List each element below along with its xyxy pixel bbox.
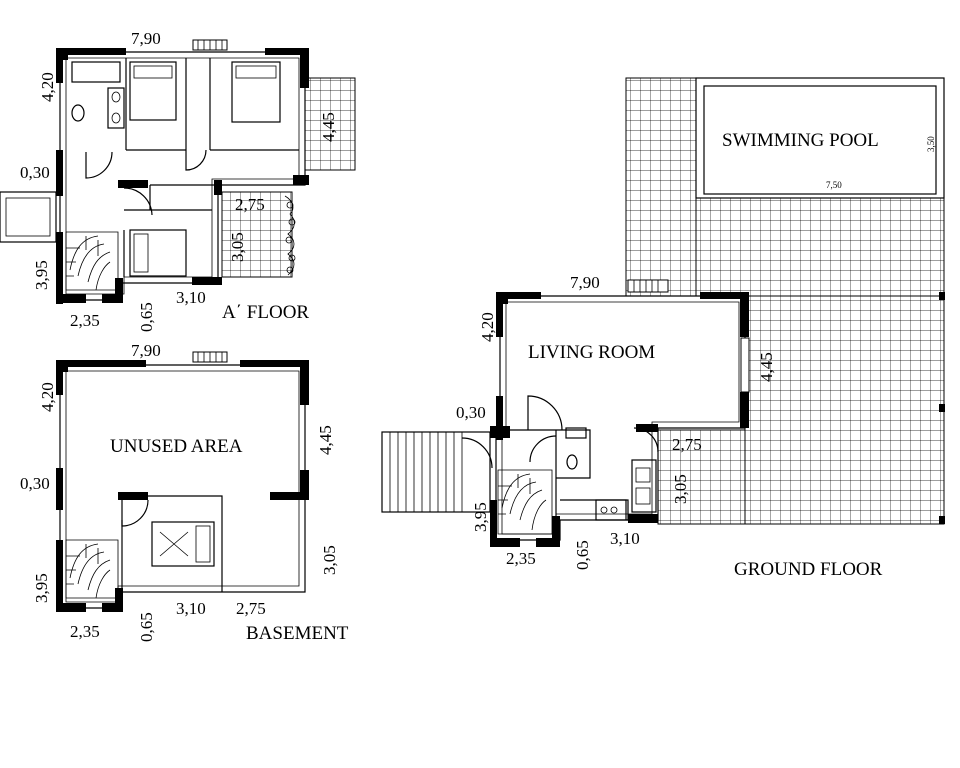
a-floor-dim-left-lower: 3,95 (32, 260, 51, 290)
a-floor-label: A΄ FLOOR (222, 302, 309, 323)
ground-floor-plan: 7,90 4,20 0,30 3,95 2,35 0,65 3,10 4,45 … (381, 77, 945, 580)
living-room-label: LIVING ROOM (528, 342, 655, 363)
ground-dim-kitchen-h: 3,05 (671, 474, 690, 504)
ground-dim-bottom-right: 3,10 (610, 529, 640, 548)
a-floor-dim-terrace-w: 2,75 (235, 195, 265, 214)
ground-dim-bottom-mid: 0,65 (573, 540, 592, 570)
ground-dim-kitchen-w: 2,75 (672, 435, 702, 454)
a-floor-dim-right: 4,45 (319, 112, 338, 142)
pool-depth-label: 3,50 (926, 136, 936, 152)
a-floor-dim-left-mid: 0,30 (20, 163, 50, 182)
pool-deck-tiles (625, 77, 697, 297)
basement-label: BASEMENT (246, 623, 349, 644)
basement-room-label: UNUSED AREA (110, 436, 243, 457)
ground-dim-left-lower: 3,95 (471, 502, 490, 532)
basement-dim-top: 7,90 (131, 341, 161, 360)
basement-plan: 7,90 4,20 0,30 3,95 2,35 0,65 3,10 2,75 … (20, 341, 349, 644)
basement-dim-bottom-far: 2,75 (236, 599, 266, 618)
ground-floor-label: GROUND FLOOR (734, 559, 883, 580)
a-floor-plan: 7,90 4,20 0,30 3,95 2,35 0,65 3,10 4,45 … (0, 29, 356, 332)
a-floor-dim-bottom-right: 3,10 (176, 288, 206, 307)
basement-dim-left-lower: 3,95 (32, 573, 51, 603)
ground-dim-right: 4,45 (757, 352, 776, 382)
basement-dim-bottom-right: 3,10 (176, 599, 206, 618)
basement-dim-right-upper: 4,45 (316, 425, 335, 455)
basement-dim-right-lower: 3,05 (320, 545, 339, 575)
swimming-pool-label: SWIMMING POOL (722, 130, 879, 151)
pool-width-label: 7,50 (826, 180, 842, 190)
a-floor-dim-left-upper: 4,20 (38, 72, 57, 102)
a-floor-dim-bottom-left: 2,35 (70, 311, 100, 330)
a-floor-dim-top: 7,90 (131, 29, 161, 48)
a-floor-dim-bottom-mid: 0,65 (137, 302, 156, 332)
basement-dim-bottom-mid: 0,65 (137, 612, 156, 642)
a-floor-dim-terrace-h: 3,05 (228, 232, 247, 262)
basement-dim-left-upper: 4,20 (38, 382, 57, 412)
ground-dim-left-upper: 4,20 (478, 312, 497, 342)
ground-dim-left-mid: 0,30 (456, 403, 486, 422)
ground-dim-top: 7,90 (570, 273, 600, 292)
basement-dim-left-mid: 0,30 (20, 474, 50, 493)
ground-dim-bottom-left: 2,35 (506, 549, 536, 568)
basement-dim-bottom-left: 2,35 (70, 622, 100, 641)
swimming-pool (695, 77, 945, 199)
